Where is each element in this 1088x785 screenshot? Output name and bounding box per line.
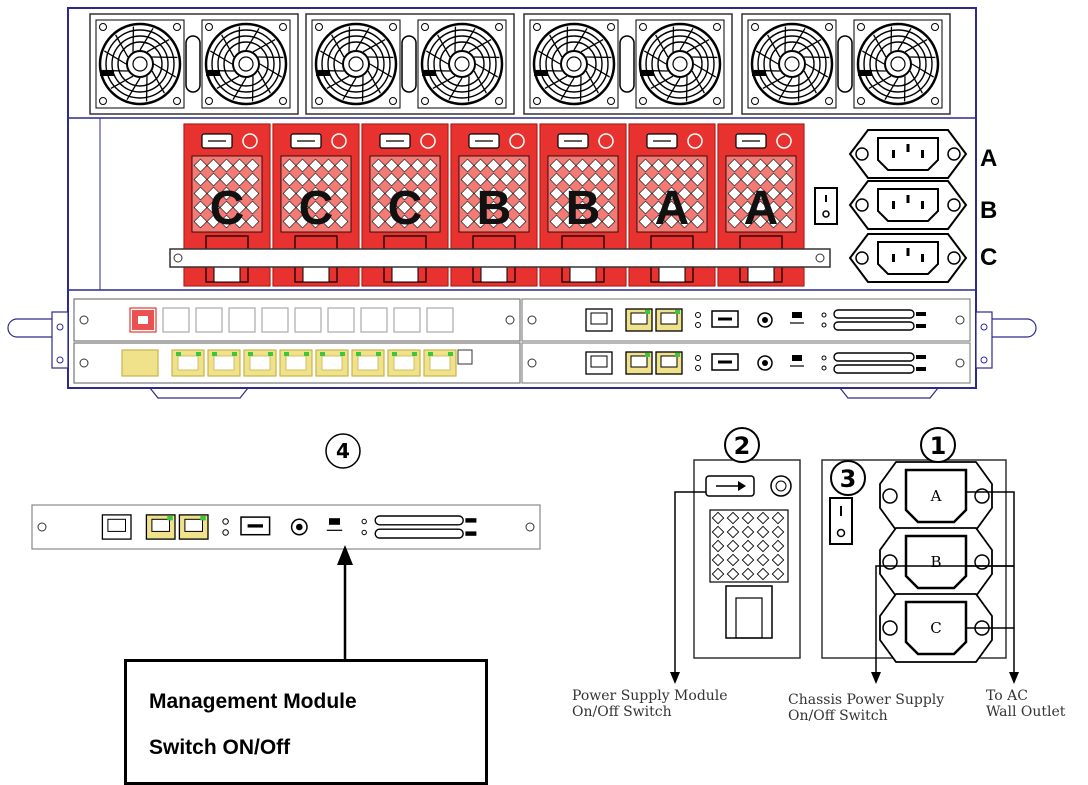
sfp-port [162,307,190,333]
chassis-power-switch [814,187,838,225]
psu-feed-letter: B [477,182,512,235]
management-switch-callout-box: Management Module Switch ON/Off [124,659,488,785]
ac-inlet-detail: B [879,527,993,597]
wall-outlet-label: To AC Wall Outlet [986,688,1066,720]
chassis-switch-label: Chassis Power Supply On/Off Switch [788,692,945,724]
ac-inlet-group [848,129,968,283]
inlet-detail-letter: A [930,487,942,505]
callout-2: 2 [724,427,760,463]
mgmt-label-line1: Management Module [149,690,357,713]
port-row-top [129,307,454,333]
sfp-port [327,307,355,333]
ac-inlet-detail: C [879,593,993,663]
fan [311,19,401,109]
sfp-port [393,307,421,333]
svg-text:2: 2 [734,432,751,460]
inlet-detail-letter: C [930,619,941,637]
ac-inlet [848,129,968,179]
sfp-port [195,307,223,333]
fan [853,19,943,109]
ac-inlet-detail: A [879,461,993,531]
inlet-letter: C [980,244,997,271]
sfp-port [360,307,388,333]
fan [529,19,619,109]
sfp-port [426,307,454,333]
fan [417,19,507,109]
chassis-frame [67,7,977,389]
psu-feed-letter: A [655,182,690,235]
management-module-detail [31,504,541,550]
port-row-bottom [121,349,473,377]
chassis-switch-leader [875,565,1014,676]
inlet-letter: A [980,145,997,172]
psu-detail [693,459,801,659]
ac-inlet [848,233,968,283]
psu-feed-letter: C [388,182,423,235]
fan [747,19,837,109]
sfp-port [261,307,289,333]
svg-text:4: 4 [336,439,350,463]
psu-feed-letter: C [299,182,334,235]
fan [635,19,725,109]
ac-inlet [848,180,968,230]
fan-tray-group [89,13,951,115]
psu-feed-letter: C [210,182,245,235]
psu-feed-letter: B [566,182,601,235]
mgmt-label-line2: Switch ON/Off [149,736,291,759]
rack-ear-left [7,311,69,369]
rack-ear-right [975,311,1037,369]
psu-retaining-bar [169,248,831,268]
wall-outlet-leader [966,491,1015,676]
psu-feed-letter: A [744,182,779,235]
psu-switch-label: Power Supply Module On/Off Switch [572,688,728,720]
inlet-detail-letter: B [930,553,941,571]
fan [201,19,291,109]
callout-4: 4 [325,433,361,469]
sfp-port [294,307,322,333]
psu-switch-leader [674,491,706,676]
management-module-bottom [521,342,971,384]
sfp-port [228,307,256,333]
callout-3: 3 [830,460,866,496]
svg-text:3: 3 [840,465,857,493]
inlet-letter: B [980,197,997,224]
callout-1: 1 [920,427,956,463]
svg-text:1: 1 [930,432,947,460]
management-module-top [521,298,971,342]
fan [95,19,185,109]
